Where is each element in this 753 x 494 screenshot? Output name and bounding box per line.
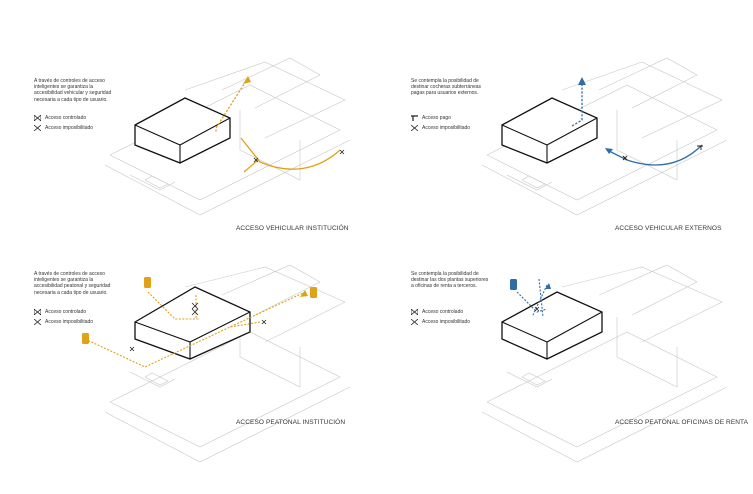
panel-acceso-vehicular-institucion: A través de controles de acceso intelige… xyxy=(0,0,376,247)
site-context-lines xyxy=(104,264,351,463)
legend-label: Acceso imposibilitado xyxy=(45,125,94,131)
legend-item-blocked: Acceso imposibilitado xyxy=(411,125,470,131)
description-text: Se contempla la posibilidad de destinar … xyxy=(411,78,482,97)
legend-label: Acceso imposibilitado xyxy=(422,125,471,131)
legend-item-blocked: Acceso imposibilitado xyxy=(34,319,93,325)
panel-title: ACCESO PEATONAL OFICINAS DE RENTA xyxy=(615,419,749,426)
legend-item-controlled: Acceso controlado xyxy=(34,309,86,315)
person-markers xyxy=(82,277,317,344)
access-control-markers xyxy=(534,306,540,312)
legend-label: Acceso controlado xyxy=(45,309,87,315)
access-control-markers xyxy=(622,145,703,161)
vehicular-route-orange xyxy=(215,76,341,173)
access-control-markers xyxy=(129,302,267,352)
legend-item-blocked: Acceso imposibilitado xyxy=(411,319,470,325)
site-context-lines xyxy=(481,264,728,463)
legend-item-blocked: Acceso imposibilitado xyxy=(34,125,93,131)
building-volume xyxy=(134,97,231,164)
description-text: Se contempla la posibilidad de destinar … xyxy=(411,271,489,290)
barrier-icon xyxy=(411,115,418,121)
bowtie-icon xyxy=(34,115,41,121)
axonometric-drawing xyxy=(481,264,728,463)
person-markers xyxy=(510,279,517,290)
legend-item-paid: Acceso pago xyxy=(411,115,451,121)
legend-label: Acceso controlado xyxy=(422,309,464,315)
description-text: A través de controles de acceso intelige… xyxy=(34,78,112,103)
building-volume xyxy=(134,286,251,360)
description-text: A través de controles de acceso intelige… xyxy=(34,271,111,296)
vehicular-route-blue xyxy=(571,77,703,166)
access-control-markers xyxy=(253,149,345,163)
building-volume xyxy=(501,97,598,164)
panel-title: ACCESO PEATONAL INSTITUCIÓN xyxy=(236,419,346,426)
legend-label: Acceso imposibilitado xyxy=(422,319,471,325)
bowtie-icon xyxy=(411,309,418,315)
pedestrian-route-blue xyxy=(516,278,551,318)
bowtie-icon xyxy=(34,309,41,315)
panel-title: ACCESO VEHICULAR EXTERNOS xyxy=(615,225,722,232)
cross-icon xyxy=(411,319,418,325)
panel-title: ACCESO VEHICULAR INSTITUCIÓN xyxy=(236,225,349,232)
legend-item-controlled: Acceso controlado xyxy=(34,115,86,121)
panel-acceso-peatonal-oficinas: Se contempla la posibilidad de destinar … xyxy=(377,247,753,494)
legend-item-controlled: Acceso controlado xyxy=(411,309,463,315)
legend-label: Acceso pago xyxy=(422,115,451,121)
building-volume xyxy=(501,291,603,360)
axonometric-drawing xyxy=(82,264,351,463)
axonometric-drawing xyxy=(481,57,728,216)
cross-icon xyxy=(411,125,418,131)
panel-acceso-peatonal-institucion: A través de controles de acceso intelige… xyxy=(0,247,376,494)
legend-label: Acceso controlado xyxy=(45,115,87,121)
panel-acceso-vehicular-externos: Se contempla la posibilidad de destinar … xyxy=(377,0,753,247)
cross-icon xyxy=(34,125,41,131)
axonometric-drawing xyxy=(104,57,351,216)
cross-icon xyxy=(34,319,41,325)
legend-label: Acceso imposibilitado xyxy=(45,319,94,325)
